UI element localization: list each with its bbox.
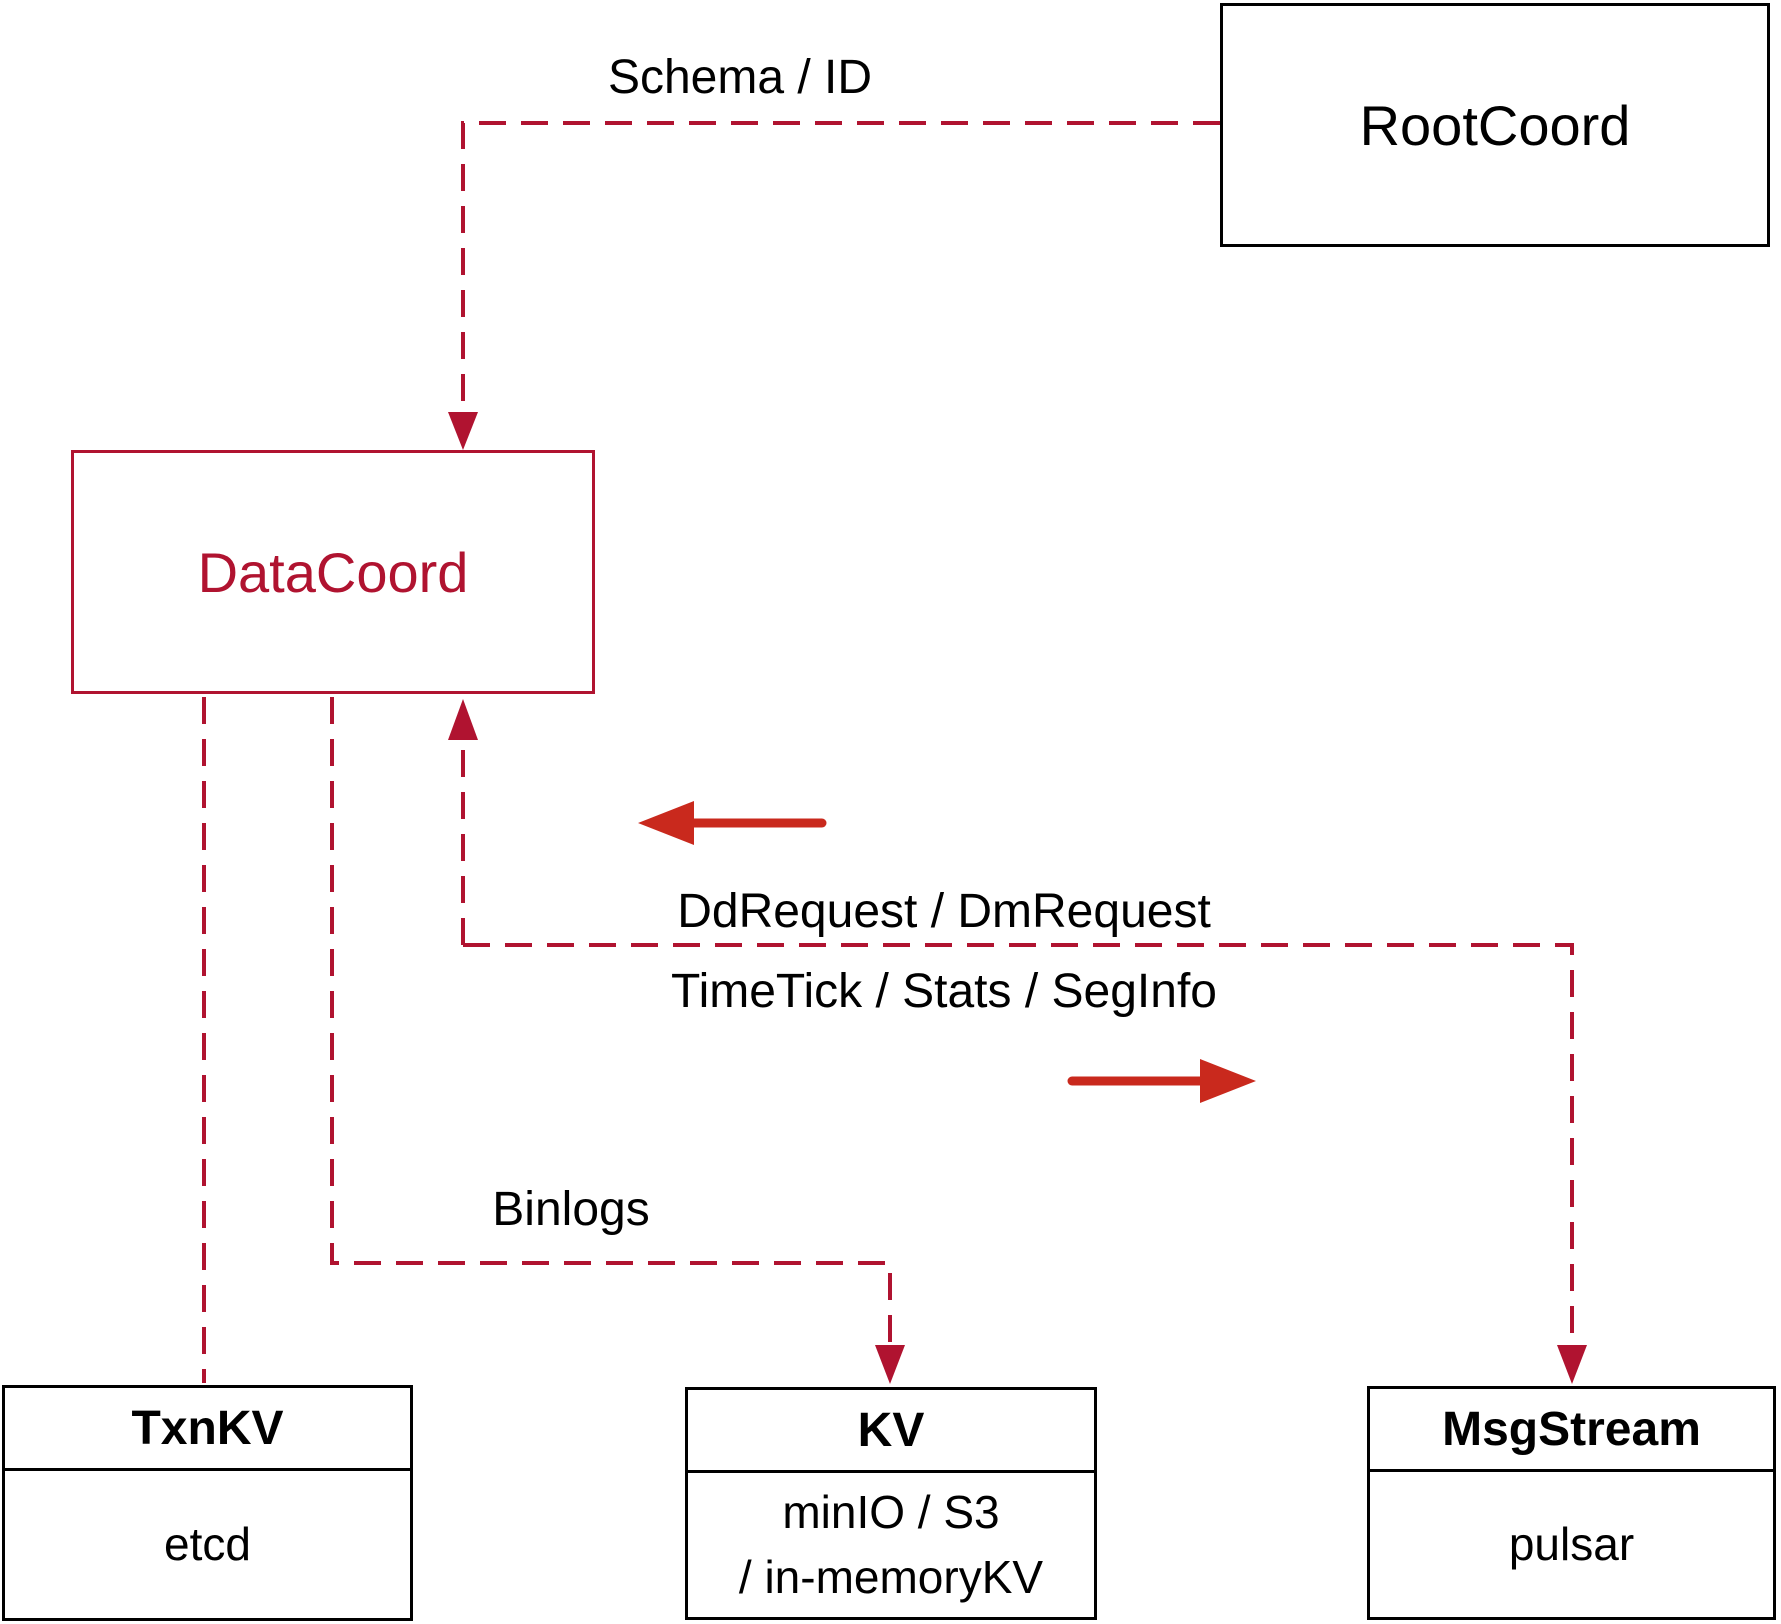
binlogs-edge-label: Binlogs bbox=[492, 1183, 650, 1236]
edge-schema-id-line bbox=[461, 121, 1220, 436]
msgstream-header: MsgStream bbox=[1370, 1389, 1773, 1472]
kv-box: KV minIO / S3 / in-memoryKV bbox=[685, 1387, 1097, 1620]
rootcoord-box: RootCoord bbox=[1220, 3, 1770, 247]
kv-body-line1: minIO / S3 bbox=[782, 1485, 1000, 1538]
arrowhead-up-datacoord-icon bbox=[448, 699, 478, 740]
txnkv-body-text: etcd bbox=[164, 1517, 251, 1570]
txnkv-box: TxnKV etcd bbox=[2, 1385, 413, 1621]
msgstream-box: MsgStream pulsar bbox=[1367, 1386, 1776, 1620]
edge-binlogs-line bbox=[330, 697, 892, 1346]
solid-arrow-right-head bbox=[1200, 1059, 1256, 1103]
kv-body: minIO / S3 / in-memoryKV bbox=[688, 1473, 1094, 1617]
schema-id-edge-label: Schema / ID bbox=[607, 51, 873, 104]
ddrequest-edge-label: DdRequest / DmRequest bbox=[677, 885, 1211, 938]
solid-arrow-right-icon bbox=[1067, 1059, 1256, 1103]
edge-binlogs bbox=[330, 697, 905, 1384]
txnkv-body: etcd bbox=[5, 1471, 410, 1618]
arrowhead-down-datacoord-icon bbox=[448, 412, 478, 450]
msgstream-body: pulsar bbox=[1370, 1472, 1773, 1617]
arrowhead-down-msgstream-icon bbox=[1557, 1345, 1587, 1384]
msgstream-body-text: pulsar bbox=[1508, 1517, 1635, 1570]
datacoord-box: DataCoord bbox=[71, 450, 595, 694]
edge-bus-line bbox=[463, 943, 1574, 1346]
txnkv-header: TxnKV bbox=[5, 1388, 410, 1471]
kv-body-line2: / in-memoryKV bbox=[738, 1551, 1044, 1603]
rootcoord-label: RootCoord bbox=[1359, 93, 1631, 157]
solid-arrow-left-icon bbox=[638, 801, 827, 845]
kv-header: KV bbox=[688, 1390, 1094, 1473]
datacoord-label: DataCoord bbox=[197, 540, 469, 604]
arrowhead-down-kv-icon bbox=[875, 1345, 905, 1384]
timetick-edge-label: TimeTick / Stats / SegInfo bbox=[671, 965, 1217, 1018]
solid-arrow-left-head bbox=[638, 801, 694, 845]
edge-schema-id bbox=[448, 121, 1220, 450]
edge-ddrequest-timetick bbox=[448, 699, 1587, 1384]
